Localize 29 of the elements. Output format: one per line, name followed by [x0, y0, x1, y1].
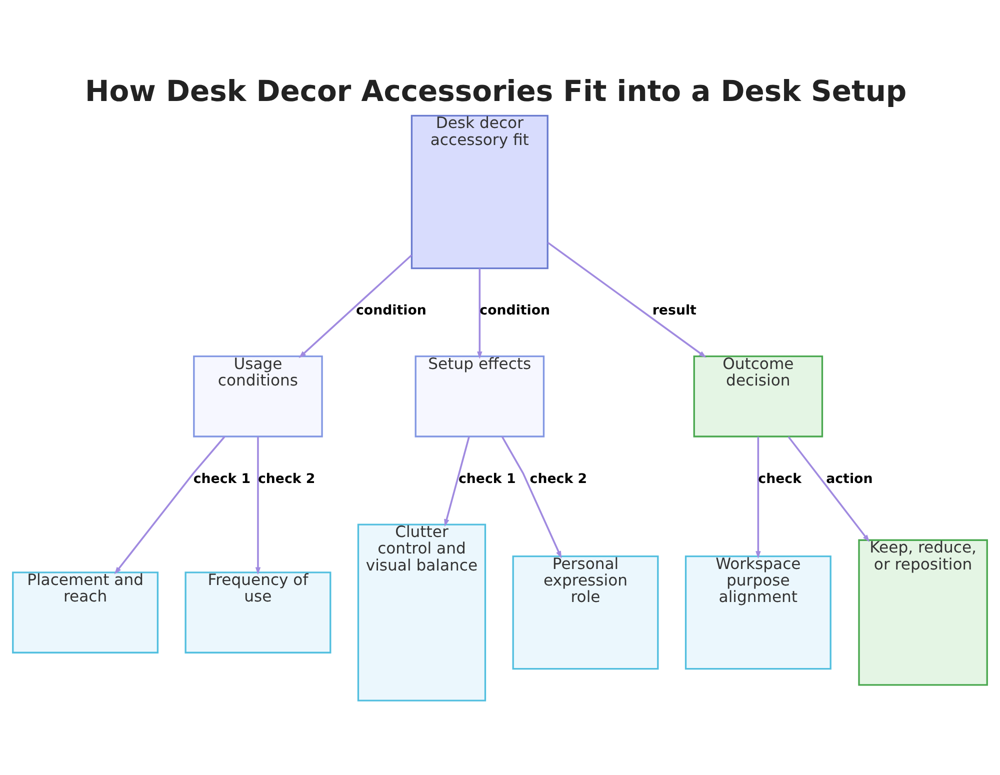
edge-label: check 2	[530, 472, 588, 487]
node-box: Desk decor accessory fit	[410, 114, 548, 270]
edge-label: check 2	[258, 472, 316, 487]
node-box: Placement and reach	[12, 572, 159, 654]
edge-label: check 1	[458, 472, 516, 487]
arrow	[788, 436, 870, 542]
edge-label: action	[826, 472, 873, 487]
arrow	[756, 436, 761, 559]
node-box: Usage conditions	[193, 355, 323, 438]
node-box: Frequency of use	[184, 572, 332, 654]
node-box: Clutter control and visual balance	[357, 524, 486, 702]
arrow	[255, 436, 261, 575]
node-box: Outcome decision	[693, 355, 824, 438]
arrow	[547, 242, 706, 358]
arrow	[501, 436, 562, 558]
edge-label: condition	[480, 304, 550, 319]
edge-label: result	[652, 304, 696, 319]
node-box: Setup effects	[414, 355, 545, 438]
arrow	[114, 436, 226, 574]
edge-label: check 1	[193, 472, 251, 487]
node-box: Personal expression role	[512, 555, 659, 670]
arrow	[477, 268, 482, 359]
diagram-title: How Desk Decor Accessories Fit into a Desk Setup	[85, 74, 907, 108]
node-box: Workspace purpose alignment	[684, 555, 832, 670]
arrow	[444, 436, 470, 527]
edge-label: check	[758, 472, 802, 487]
arrow	[298, 254, 412, 358]
edge-label: condition	[356, 304, 426, 319]
node-box: Keep, reduce, or reposition	[858, 539, 988, 686]
